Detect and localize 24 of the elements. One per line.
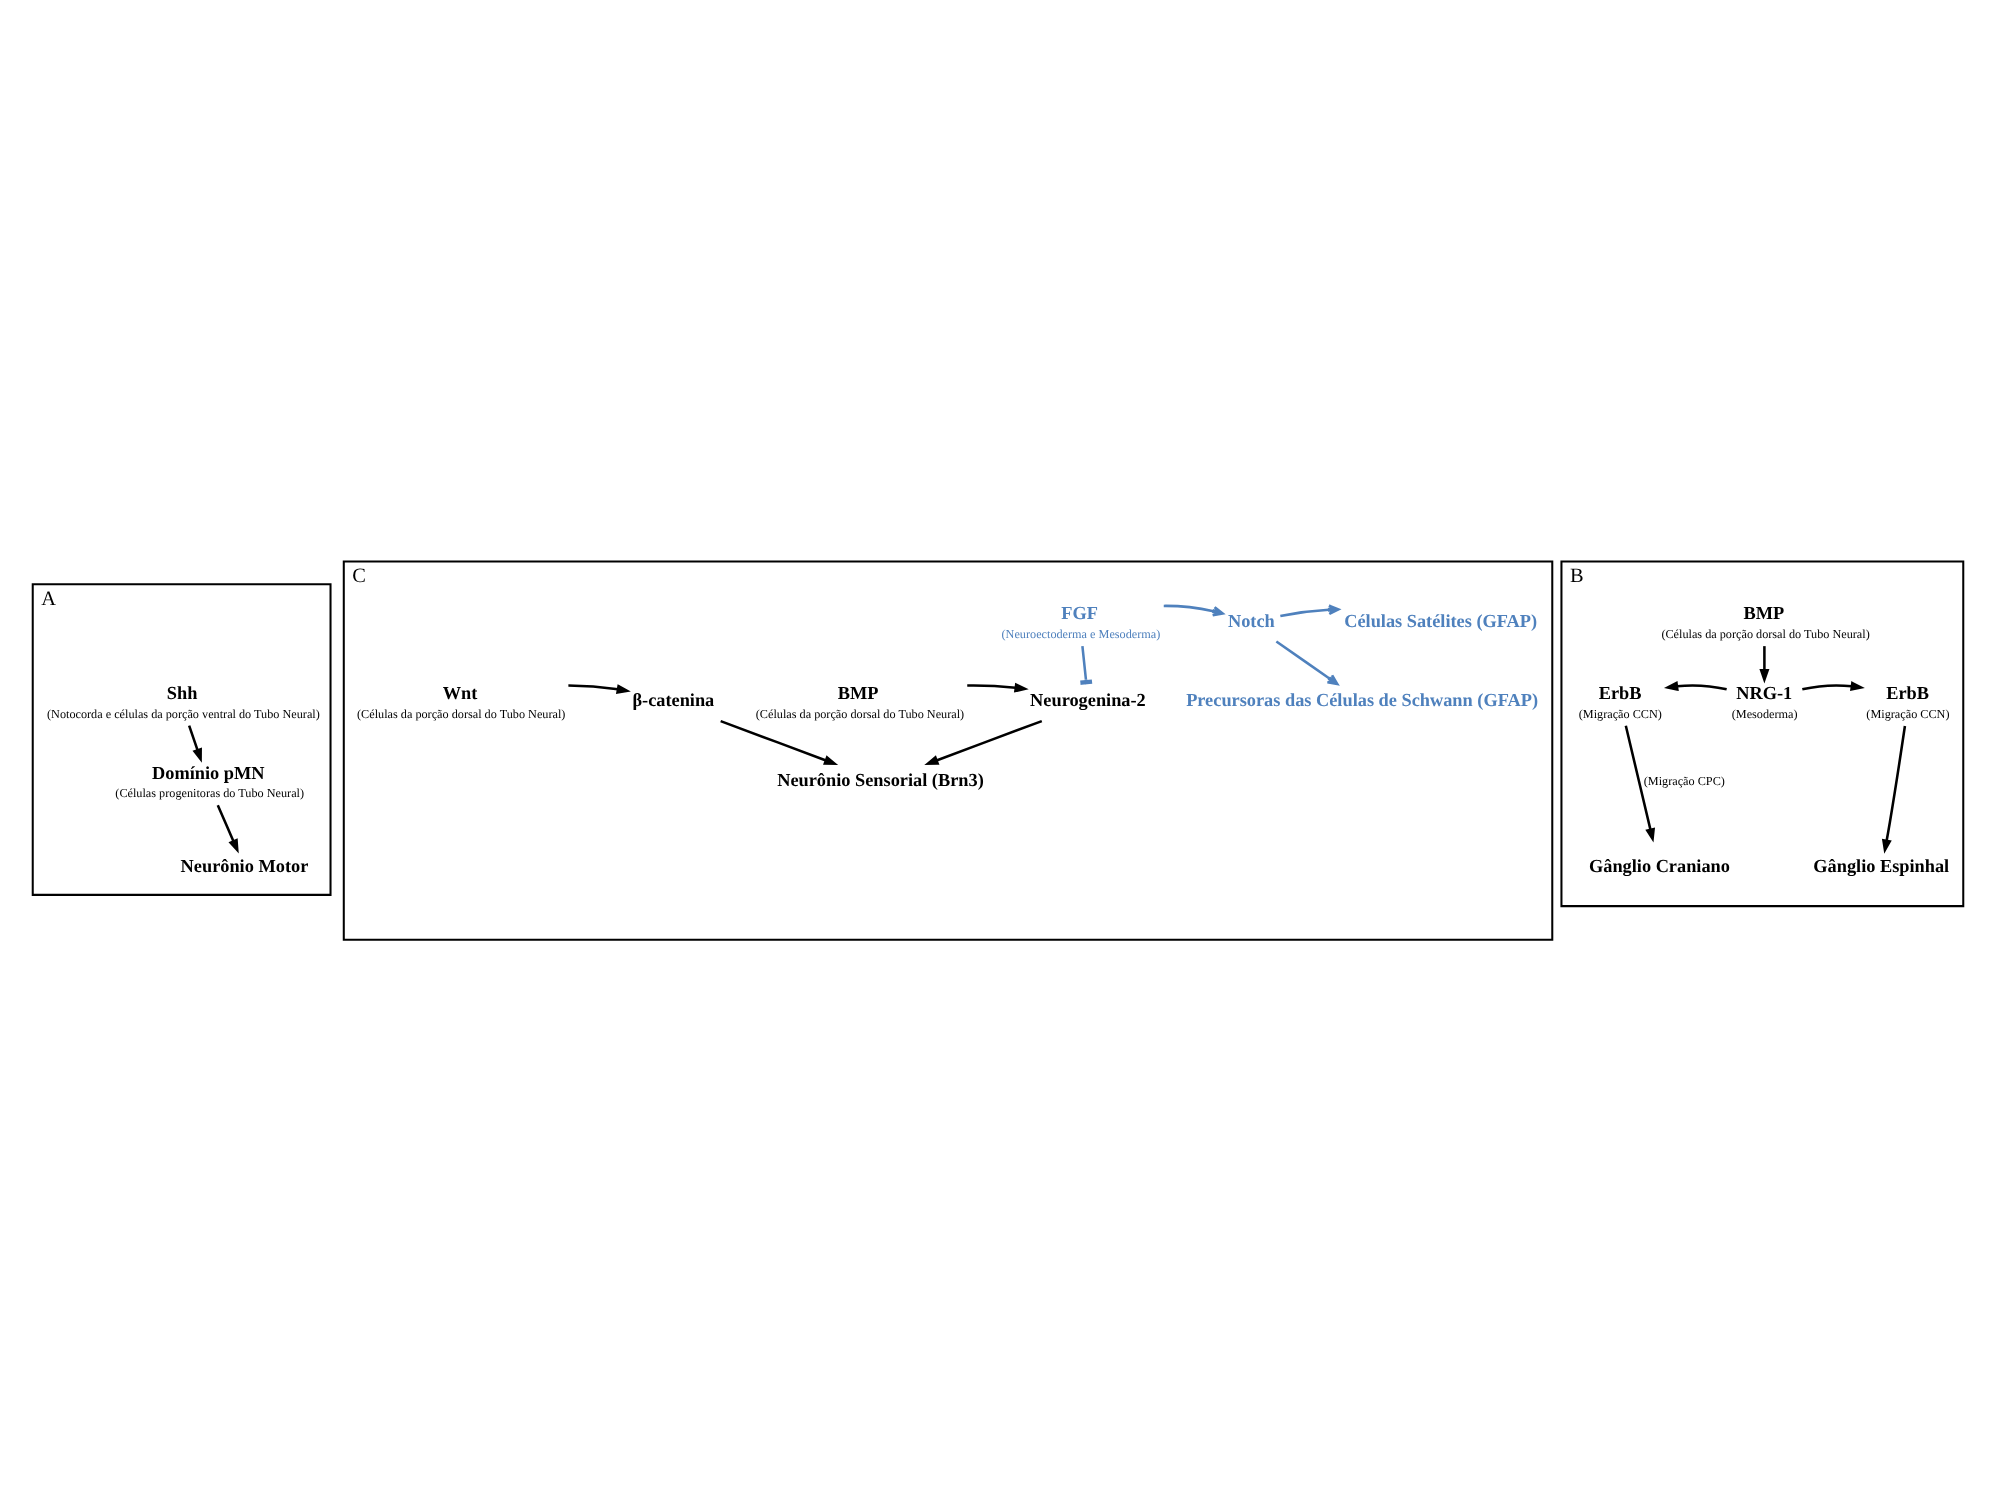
node-text: Gânglio Espinhal xyxy=(1813,854,1950,875)
node-text: Precursoras das Células de Schwann (GFAP) xyxy=(1186,689,1538,710)
node-text: Neurogenina-2 xyxy=(1030,689,1146,710)
node-text: Neurônio Sensorial (Brn3) xyxy=(777,768,984,789)
node-text: β-catenina xyxy=(632,689,715,710)
arrow xyxy=(1624,724,1656,842)
arrow xyxy=(1163,603,1224,616)
node-text: Gânglio Craniano xyxy=(1588,854,1730,875)
node-text: Células Satélites (GFAP) xyxy=(1344,609,1538,630)
arrow xyxy=(216,803,239,853)
arrow xyxy=(720,718,839,765)
node-text: Neurônio Motor xyxy=(180,854,309,875)
arrow xyxy=(1280,603,1340,617)
arrow xyxy=(1663,680,1727,691)
connector xyxy=(1080,645,1093,684)
arrow xyxy=(1802,680,1865,691)
arrow xyxy=(568,683,631,694)
arrow xyxy=(187,724,202,762)
arrow xyxy=(967,681,1029,692)
arrow xyxy=(1881,724,1907,853)
arrow xyxy=(1759,645,1770,683)
arrow xyxy=(924,718,1043,765)
node-text: Notch xyxy=(1227,609,1275,630)
arrow xyxy=(1275,639,1339,685)
